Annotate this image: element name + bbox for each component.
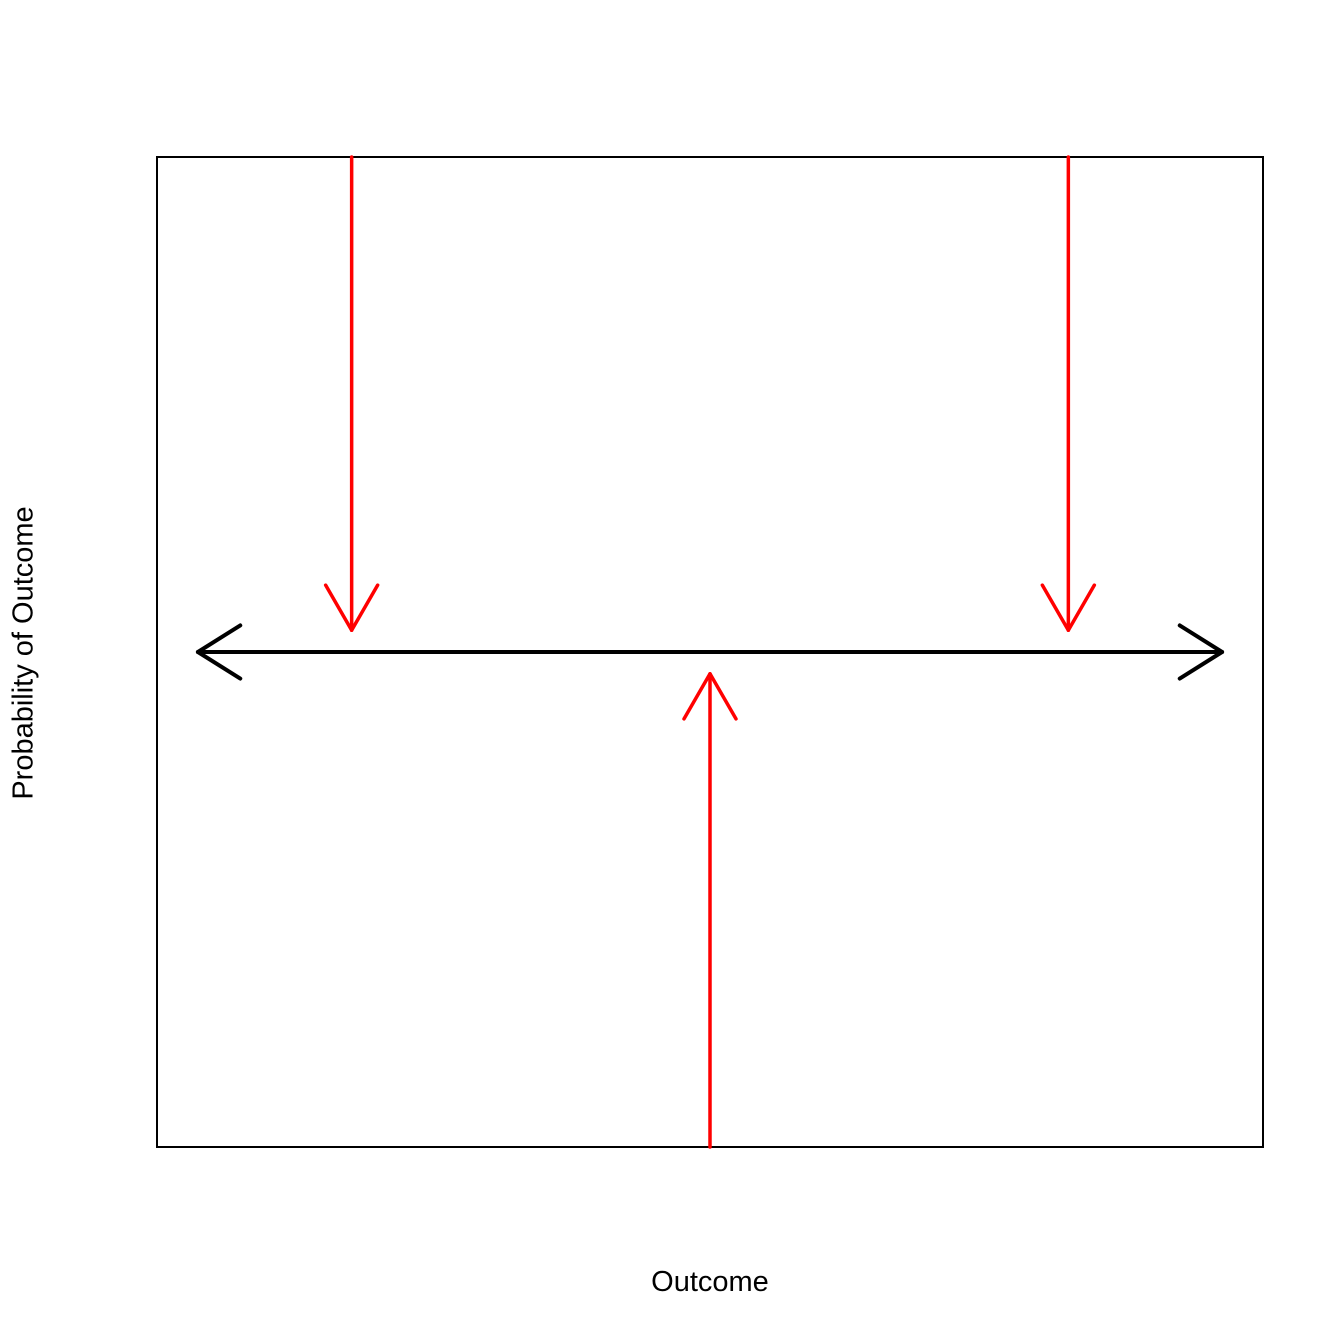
vertical-arrow-head-left-down	[323, 583, 380, 632]
x-axis-label: Outcome	[651, 1266, 769, 1298]
vertical-arrow-head-right-down	[1040, 583, 1097, 632]
vertical-arrow-head-center-up	[682, 672, 738, 721]
horizontal-arrow-left-head	[195, 623, 243, 681]
y-axis-label: Probability of Outcome	[7, 506, 40, 800]
y-axis-label-container: Probability of Outcome	[0, 0, 50, 1306]
arrows-group	[195, 155, 1225, 1149]
horizontal-arrow-right-head	[1177, 623, 1225, 681]
